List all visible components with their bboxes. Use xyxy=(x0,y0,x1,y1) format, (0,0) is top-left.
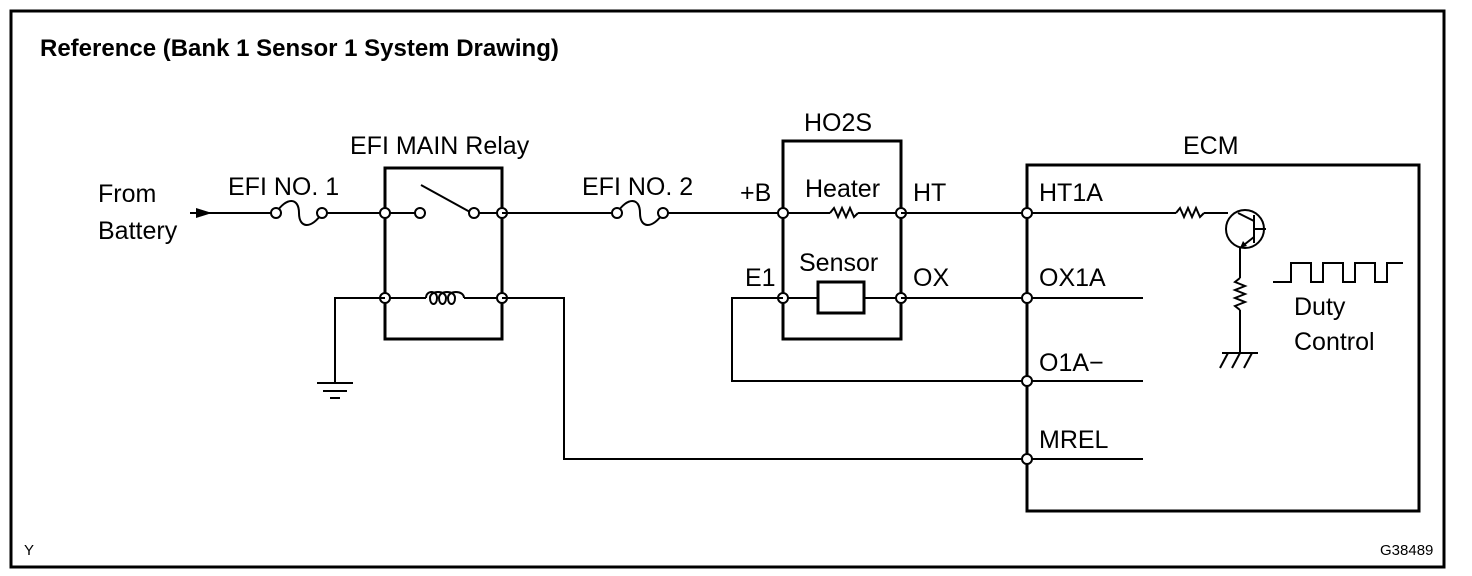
ecm-pin-mrel: MREL xyxy=(1039,426,1109,454)
relay-switch-contact-left xyxy=(414,207,426,219)
corner-code: Y xyxy=(24,542,34,559)
diagram-title: Reference (Bank 1 Sensor 1 System Drawin… xyxy=(40,35,559,62)
efi-main-relay-box xyxy=(383,166,504,341)
source-label-battery: Battery xyxy=(98,217,178,245)
figure-code: G38489 xyxy=(1380,542,1433,559)
ecm-title: ECM xyxy=(1183,132,1239,160)
fuse1-terminal-right xyxy=(316,207,328,219)
ecm-box xyxy=(1025,163,1421,513)
ecm-terminal-ox1a xyxy=(1021,292,1033,304)
sensor-label: Sensor xyxy=(799,249,878,277)
fuse2-terminal-right xyxy=(657,207,669,219)
heater-label: Heater xyxy=(805,175,880,203)
source-label-from: From xyxy=(98,180,156,208)
ho2s-title: HO2S xyxy=(804,109,872,137)
ecm-terminal-ht1a xyxy=(1021,207,1033,219)
ecm-terminal-mrel xyxy=(1021,453,1033,465)
relay-terminal-1 xyxy=(379,207,391,219)
relay-switch-contact-icon xyxy=(420,184,471,213)
ecm-base-resistor-icon xyxy=(1175,205,1205,220)
sensor-element-icon xyxy=(816,280,866,315)
heater-resistor-icon xyxy=(829,205,859,220)
ground-icon xyxy=(317,382,353,399)
mrel-wire xyxy=(502,297,1027,460)
ho2s-pin-e1: E1 xyxy=(745,264,776,292)
fuse-efi-no1-label: EFI NO. 1 xyxy=(228,173,339,201)
control-label: Control xyxy=(1294,328,1375,356)
ecm-pin-o1a-minus: O1A− xyxy=(1039,349,1104,377)
chassis-ground-icon xyxy=(1219,352,1258,369)
relay-label: EFI MAIN Relay xyxy=(350,132,530,160)
ho2s-pin-plus-b: +B xyxy=(740,179,771,207)
fuse-efi-no2-label: EFI NO. 2 xyxy=(582,173,693,201)
ho2s-pin-ht: HT xyxy=(913,179,946,207)
figure-frame xyxy=(9,9,1446,569)
relay-ground-wire xyxy=(334,297,385,382)
driver-transistor-icon xyxy=(1225,209,1266,249)
fuse2-terminal-left xyxy=(611,207,623,219)
ho2s-terminal-plus-b xyxy=(777,207,789,219)
duty-label: Duty xyxy=(1294,293,1346,321)
e1-wire xyxy=(731,297,1027,382)
duty-pulse-icon xyxy=(1273,262,1403,283)
fuse-efi-no1-icon xyxy=(275,200,323,226)
relay-coil-icon xyxy=(425,291,465,305)
ecm-pin-ox1a: OX1A xyxy=(1039,264,1106,292)
ho2s-box xyxy=(781,139,903,341)
ho2s-pin-ox: OX xyxy=(913,264,949,292)
relay-switch-contact-right xyxy=(468,207,480,219)
fuse1-terminal-left xyxy=(270,207,282,219)
ecm-terminal-o1a-minus xyxy=(1021,375,1033,387)
fuse-efi-no2-icon xyxy=(616,200,664,226)
emitter-resistor-icon xyxy=(1232,277,1248,311)
ecm-pin-ht1a: HT1A xyxy=(1039,179,1103,207)
